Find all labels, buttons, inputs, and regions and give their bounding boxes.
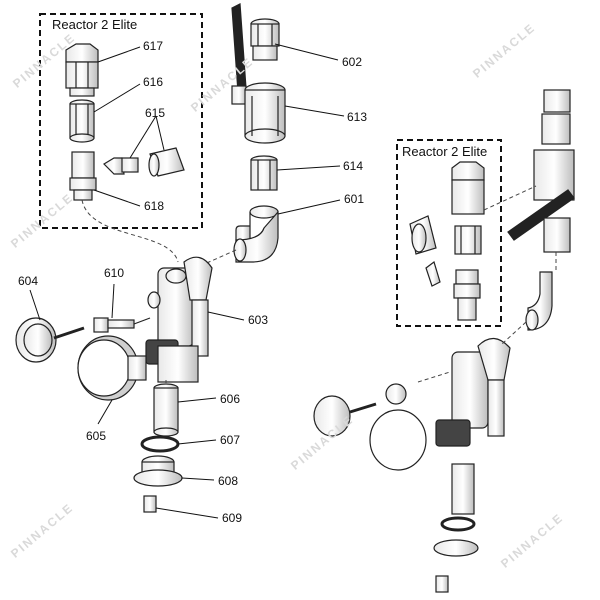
part-604-knob	[15, 317, 85, 363]
part-label-615: 615	[145, 106, 166, 120]
part-610-probe	[93, 317, 151, 333]
part-613-valve-body	[244, 82, 286, 144]
part-label-605: 605	[86, 429, 107, 443]
part-label-609: 609	[222, 511, 243, 525]
part-601-elbow	[233, 205, 279, 263]
part-617-nut	[65, 43, 99, 97]
left-detail-box	[39, 13, 203, 229]
part-608-base	[133, 455, 183, 487]
part-label-617: 617	[143, 39, 164, 53]
part-label-610: 610	[104, 266, 125, 280]
part-label-607: 607	[220, 433, 241, 447]
part-label-618: 618	[144, 199, 165, 213]
left-box-title: Reactor 2 Elite	[52, 17, 138, 32]
part-label-604: 604	[18, 274, 39, 288]
part-label-614: 614	[343, 159, 364, 173]
part-615-insert	[103, 147, 185, 177]
right-box-parts	[409, 161, 485, 321]
part-618-adapter	[69, 151, 97, 201]
part-614-nipple	[250, 155, 278, 191]
right-detail-box	[396, 139, 502, 327]
part-label-616: 616	[143, 75, 164, 89]
part-606-tube	[153, 383, 179, 437]
part-605-gauge	[77, 335, 147, 401]
right-box-title: Reactor 2 Elite	[402, 144, 488, 159]
part-616-fitting	[69, 99, 95, 143]
part-label-608: 608	[218, 474, 239, 488]
part-valve-handle	[231, 3, 247, 105]
part-607-o-ring	[140, 435, 180, 453]
part-label-603: 603	[248, 313, 269, 327]
part-label-601: 601	[344, 192, 365, 206]
part-609-cap	[143, 495, 157, 513]
part-label-602: 602	[342, 55, 363, 69]
part-label-606: 606	[220, 392, 241, 406]
part-602-fitting	[250, 18, 280, 61]
part-label-613: 613	[347, 110, 368, 124]
part-603-main-body	[145, 256, 213, 383]
right-main-parts	[313, 89, 575, 593]
